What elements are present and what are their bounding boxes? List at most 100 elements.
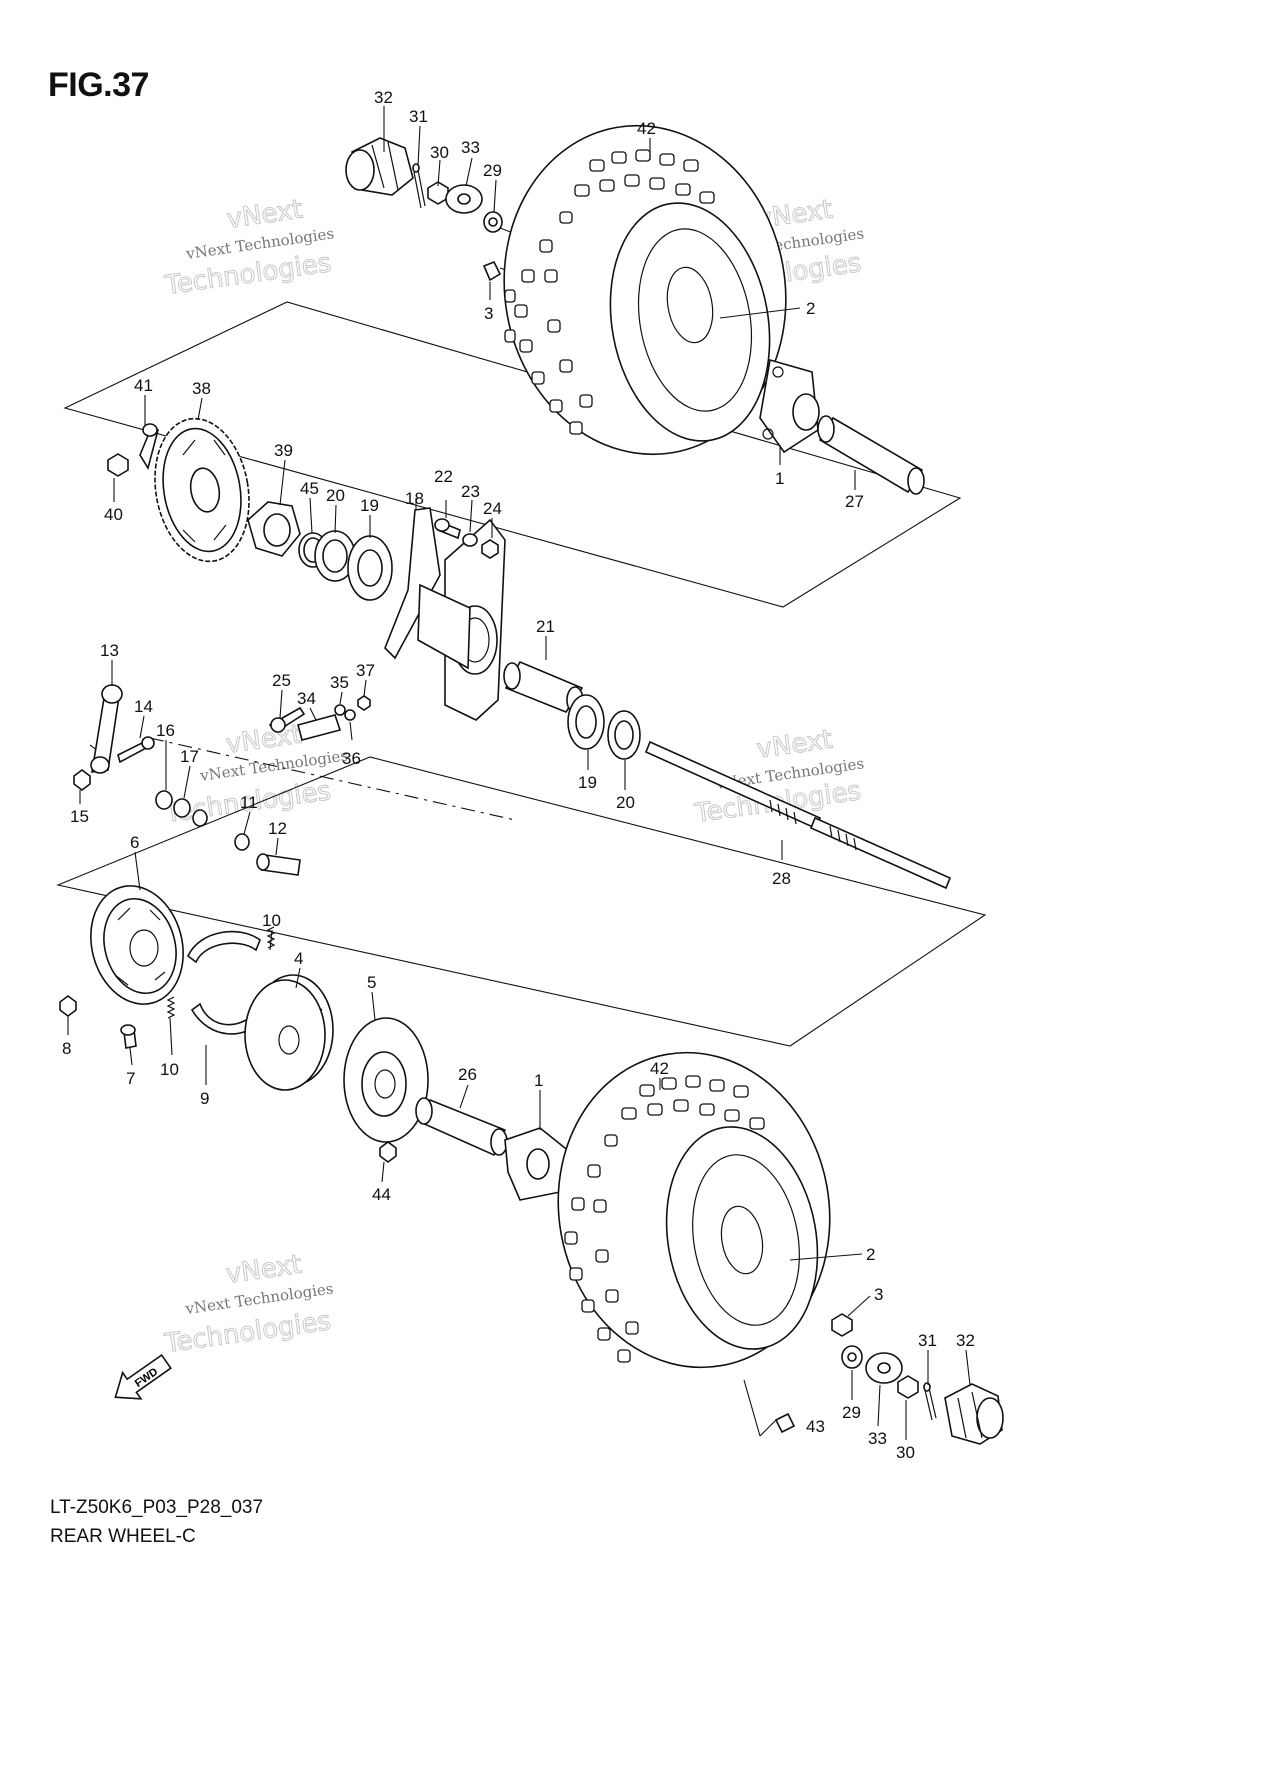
callout-1-lower: 1 bbox=[534, 1071, 543, 1090]
washer-upper[interactable] bbox=[445, 184, 483, 214]
castle-nut-lower[interactable] bbox=[897, 1375, 919, 1399]
fwd-direction-arrow: FWD bbox=[114, 1353, 172, 1400]
leader-lines bbox=[67, 106, 971, 1440]
spacer-washer-lower[interactable] bbox=[841, 1345, 863, 1369]
callout-1-upper: 1 bbox=[775, 469, 784, 488]
cover-bolt[interactable] bbox=[379, 1141, 397, 1163]
callout-13: 13 bbox=[100, 641, 119, 660]
callout-31-lower: 31 bbox=[918, 1331, 937, 1350]
axle-spacer-upper[interactable] bbox=[817, 415, 925, 495]
watermark-5: Technologies vNext Technologies vNext bbox=[162, 1249, 335, 1360]
housing-bolt[interactable] bbox=[434, 518, 461, 540]
rear-tire-upper[interactable] bbox=[478, 103, 811, 477]
tire-tread-upper bbox=[504, 149, 715, 435]
callout-41: 41 bbox=[134, 376, 153, 395]
callout-42-upper: 42 bbox=[637, 119, 656, 138]
section-name: REAR WHEEL-C bbox=[50, 1526, 196, 1547]
brake-cam[interactable] bbox=[256, 853, 301, 876]
cotter-pin-lower[interactable] bbox=[923, 1382, 937, 1421]
callout-26: 26 bbox=[458, 1065, 477, 1084]
brake-cam-lever[interactable] bbox=[90, 684, 123, 774]
rear-axle[interactable] bbox=[644, 740, 952, 890]
brake-drum-cover[interactable] bbox=[343, 1017, 429, 1143]
svg-text:vNext: vNext bbox=[225, 195, 304, 235]
callout-34: 34 bbox=[297, 689, 316, 708]
callout-32-lower: 32 bbox=[956, 1331, 975, 1350]
sprocket-hub[interactable] bbox=[247, 501, 301, 557]
lever-nut[interactable] bbox=[73, 769, 91, 791]
callout-15: 15 bbox=[70, 807, 89, 826]
housing-washer[interactable] bbox=[462, 533, 478, 547]
callout-24: 24 bbox=[483, 499, 502, 518]
upper-assembly-frame bbox=[63, 301, 962, 608]
callout-3-lower: 3 bbox=[874, 1285, 883, 1304]
callout-16: 16 bbox=[156, 721, 175, 740]
callout-12: 12 bbox=[268, 819, 287, 838]
callout-19-lower: 19 bbox=[578, 773, 597, 792]
bearing-upper[interactable] bbox=[347, 535, 393, 601]
brake-drum[interactable] bbox=[244, 974, 334, 1091]
wheel-hub-upper[interactable] bbox=[759, 358, 820, 454]
callout-31-upper: 31 bbox=[409, 107, 428, 126]
spacer-washer-upper[interactable] bbox=[483, 211, 503, 233]
oil-seal-lower[interactable] bbox=[607, 710, 641, 760]
callout-39: 39 bbox=[274, 441, 293, 460]
valve-stem-upper[interactable] bbox=[482, 260, 502, 282]
o-ring-cam[interactable] bbox=[234, 833, 250, 851]
adjuster-plate[interactable] bbox=[297, 714, 342, 741]
callout-33-lower: 33 bbox=[868, 1429, 887, 1448]
callout-17: 17 bbox=[180, 747, 199, 766]
callout-2-upper: 2 bbox=[806, 299, 815, 318]
callout-30-upper: 30 bbox=[430, 143, 449, 162]
bearing-lower[interactable] bbox=[567, 694, 605, 750]
callout-25: 25 bbox=[272, 671, 291, 690]
brake-panel[interactable] bbox=[78, 875, 196, 1014]
callout-27: 27 bbox=[845, 492, 864, 511]
wheel-cap-lower[interactable] bbox=[944, 1383, 1004, 1445]
housing-nut[interactable] bbox=[481, 539, 499, 559]
lock-washer-sprocket[interactable] bbox=[139, 423, 159, 471]
callout-11: 11 bbox=[240, 793, 258, 812]
callout-4: 4 bbox=[294, 949, 303, 968]
wheel-hub-lower[interactable] bbox=[504, 1127, 571, 1201]
wheel-cap-upper[interactable] bbox=[345, 137, 414, 196]
callout-19-upper: 19 bbox=[360, 496, 379, 515]
adjuster-bolt[interactable] bbox=[268, 706, 306, 734]
callout-10-upper: 10 bbox=[262, 911, 281, 930]
callout-36: 36 bbox=[342, 749, 361, 768]
wheel-nut-lower[interactable] bbox=[831, 1313, 853, 1337]
callout-23: 23 bbox=[461, 482, 480, 501]
callout-14: 14 bbox=[134, 697, 153, 716]
callout-29-lower: 29 bbox=[842, 1403, 861, 1422]
panel-bolt[interactable] bbox=[120, 1024, 137, 1049]
cotter-pin-upper[interactable] bbox=[412, 163, 426, 209]
lever-bolt[interactable] bbox=[117, 736, 155, 764]
valve-stem-lower[interactable] bbox=[743, 1379, 796, 1437]
svg-text:vNext: vNext bbox=[224, 1250, 303, 1290]
callout-29-upper: 29 bbox=[483, 161, 502, 180]
callout-labels: 32 31 30 33 29 42 2 3 1 27 41 38 40 39 4… bbox=[62, 88, 975, 1462]
callout-20-upper: 20 bbox=[326, 486, 345, 505]
washer-lower[interactable] bbox=[865, 1352, 903, 1384]
callout-42-lower: 42 bbox=[650, 1059, 669, 1078]
axis-line-mid bbox=[149, 737, 516, 821]
sprocket-bolt[interactable] bbox=[107, 453, 129, 477]
cam-shaft-seal[interactable] bbox=[155, 790, 208, 827]
callout-2-lower: 2 bbox=[866, 1245, 875, 1264]
callout-28: 28 bbox=[772, 869, 791, 888]
axle-sleeve-lower[interactable] bbox=[415, 1097, 508, 1157]
callout-8: 8 bbox=[62, 1039, 71, 1058]
rear-axle-housing[interactable] bbox=[384, 507, 506, 721]
adjuster-washers[interactable] bbox=[334, 695, 371, 721]
callout-22: 22 bbox=[434, 467, 453, 486]
callout-33-upper: 33 bbox=[461, 138, 480, 157]
callout-3-upper: 3 bbox=[484, 304, 493, 323]
panel-nut[interactable] bbox=[59, 995, 77, 1017]
callout-6: 6 bbox=[130, 833, 139, 852]
rear-tire-lower[interactable] bbox=[534, 1031, 855, 1389]
callout-38: 38 bbox=[192, 379, 211, 398]
rear-sprocket[interactable] bbox=[144, 411, 260, 569]
figure-caption: LT-Z50K6_P03_P28_037 REAR WHEEL-C bbox=[50, 1493, 263, 1551]
callout-32-upper: 32 bbox=[374, 88, 393, 107]
svg-text:vNext: vNext bbox=[755, 725, 834, 765]
